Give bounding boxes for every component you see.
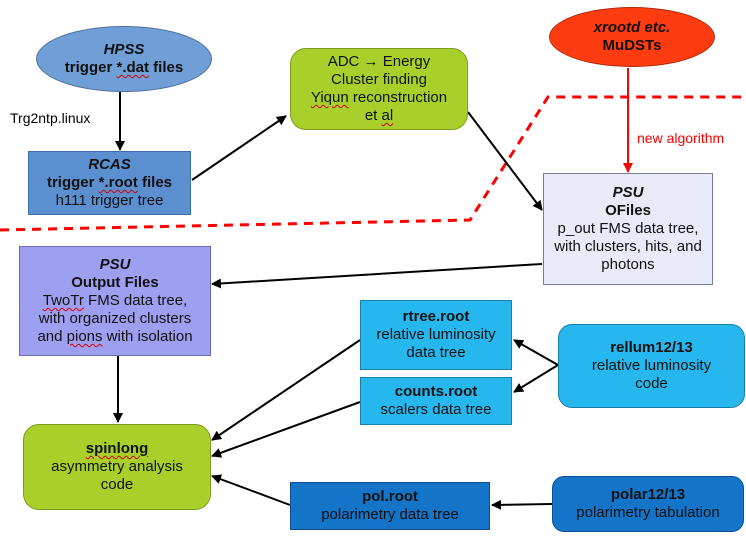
output-line3: and pions with isolation [37,328,193,345]
pol-node: pol.root polarimetry data tree [290,482,490,530]
ofiles-title: PSU [612,184,644,201]
counts-line1: scalers data tree [380,401,492,418]
rellum-line2: code [635,375,668,392]
ofiles-node: PSU OFiles p_out FMS data tree, with clu… [543,173,713,285]
rtree-line1: relative luminosity [376,326,496,343]
xrootd-node: xrootd etc. MuDSTs [549,7,715,67]
rtree-node: rtree.root relative luminosity data tree [360,300,512,370]
xrootd-line1: MuDSTs [602,37,662,54]
rtree-title: rtree.root [402,308,470,325]
output-subtitle: Output Files [71,274,159,291]
arrow-polar-to-pol [491,499,553,510]
adc-line3: Yiqun reconstruction [310,89,448,106]
arrow-ofiles-to-output [211,263,543,289]
counts-title: counts.root [394,383,478,400]
adc-line2: Cluster finding [331,71,427,88]
rellum-node: rellum12/13 relative luminosity code [558,324,745,408]
rcas-line2: h111 trigger tree [55,192,164,209]
polar-title: polar12/13 [610,486,686,503]
spinlong-node: spinlong asymmetry analysis code [23,424,211,510]
rtree-line2: data tree [406,344,466,361]
xrootd-title: xrootd etc. [593,19,671,36]
counts-node: counts.root scalers data tree [360,377,512,425]
ofiles-subtitle: OFiles [605,202,651,219]
rellum-line1: relative luminosity [591,357,712,374]
output-files-node: PSU Output Files TwoTr FMS data tree, wi… [19,246,211,356]
spinlong-line2: code [100,476,134,493]
adc-line4: et al [364,107,394,124]
rcas-title: RCAS [88,156,131,173]
pol-line1: polarimetry data tree [321,506,459,523]
trg2ntp-label: Trg2ntp.linux [10,110,91,126]
output-title: PSU [99,256,131,273]
rcas-node: RCAS trigger *.root files h111 trigger t… [28,151,191,215]
pol-title: pol.root [362,488,418,505]
hpss-node: HPSS trigger *.dat files [36,26,212,92]
arrow-adc-to-ofiles [467,111,543,211]
spinlong-line1: asymmetry analysis [51,458,183,475]
hpss-line1: trigger *.dat files [64,59,184,76]
polar-node: polar12/13 polarimetry tabulation [552,476,744,532]
rellum-title: rellum12/13 [610,339,693,356]
arrow-counts-to-spinlong [211,401,361,458]
ofiles-line3: photons [601,256,655,273]
arrow-rcas-to-adc [191,115,287,181]
arrow-pol-to-spinlong [211,474,291,506]
new-algorithm-label: new algorithm [637,130,725,146]
spinlong-title: spinlong [85,440,149,457]
ofiles-line1: p_out FMS data tree, [557,220,699,237]
arrow-rellum-to-counts [513,364,559,393]
arrow-rellum-to-rtree [513,339,559,366]
polar-line1: polarimetry tabulation [576,504,720,521]
adc-node: ADC → Energy Cluster finding Yiqun recon… [290,48,468,130]
rcas-line1: trigger *.root files [46,174,173,191]
output-line2: with organized clusters [38,310,192,327]
hpss-title: HPSS [103,41,145,58]
arrow-rtree-to-spinlong [211,339,361,441]
output-line1: TwoTr FMS data tree, [42,292,188,309]
adc-line1: ADC → Energy [327,53,431,70]
ofiles-line2: with clusters, hits, and [554,238,702,255]
